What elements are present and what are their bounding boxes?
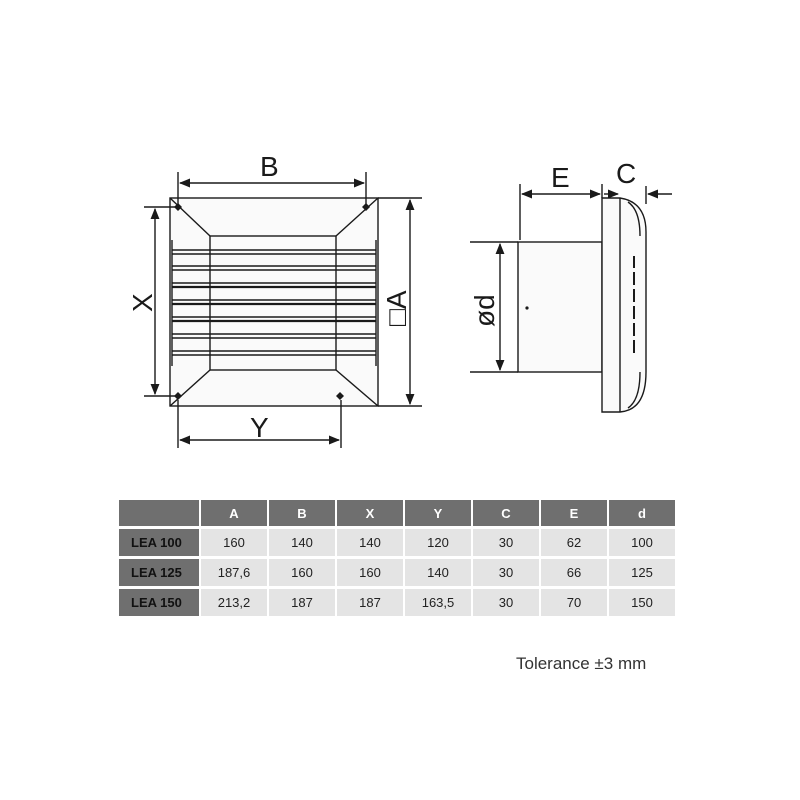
dimension-c (604, 186, 672, 204)
header-e: E (541, 500, 607, 526)
table-cell: 70 (541, 589, 607, 616)
screw-holes (174, 203, 370, 400)
header-y: Y (405, 500, 471, 526)
table-row: LEA 150 213,2 187 187 163,5 30 70 150 (119, 589, 675, 616)
dimensions-table: A B X Y C E d LEA 100 160 140 140 120 30… (117, 497, 677, 619)
dimension-label-y: Y (250, 412, 269, 443)
louvers (171, 240, 377, 366)
table-cell: 62 (541, 529, 607, 556)
tolerance-note: Tolerance ±3 mm (516, 654, 647, 673)
header-c: C (473, 500, 539, 526)
dimension-drawing: B X □A Y (127, 151, 672, 448)
dimension-label-e: E (551, 162, 570, 193)
table-cell: 163,5 (405, 589, 471, 616)
table-cell: 100 (609, 529, 675, 556)
dimension-e (519, 184, 603, 240)
dimension-x (144, 206, 176, 397)
table-corner (119, 500, 199, 526)
dimension-d (470, 241, 518, 373)
table-cell: 140 (269, 529, 335, 556)
table-cell: 66 (541, 559, 607, 586)
dimension-label-d: ød (469, 294, 500, 327)
model-cell: LEA 150 (119, 589, 199, 616)
header-x: X (337, 500, 403, 526)
side-view (517, 197, 647, 413)
header-a: A (201, 500, 267, 526)
table-cell: 187 (337, 589, 403, 616)
dimension-a (378, 197, 422, 407)
table-row: LEA 100 160 140 140 120 30 62 100 (119, 529, 675, 556)
table-header-row: A B X Y C E d (119, 500, 675, 526)
dimension-b (177, 172, 367, 206)
dimension-label-c: C (616, 158, 636, 189)
model-cell: LEA 125 (119, 559, 199, 586)
header-b: B (269, 500, 335, 526)
table-cell: 140 (405, 559, 471, 586)
table-cell: 160 (337, 559, 403, 586)
front-view (169, 197, 379, 407)
table-cell: 150 (609, 589, 675, 616)
dimension-label-b: B (260, 151, 279, 182)
table-cell: 213,2 (201, 589, 267, 616)
table-cell: 187 (269, 589, 335, 616)
model-cell: LEA 100 (119, 529, 199, 556)
header-d: d (609, 500, 675, 526)
dimension-y (177, 400, 342, 448)
table-cell: 187,6 (201, 559, 267, 586)
table-cell: 30 (473, 559, 539, 586)
table-cell: 160 (201, 529, 267, 556)
dimension-label-x: X (127, 293, 158, 312)
table-cell: 30 (473, 529, 539, 556)
table-cell: 160 (269, 559, 335, 586)
table-cell: 30 (473, 589, 539, 616)
table-cell: 140 (337, 529, 403, 556)
table-cell: 125 (609, 559, 675, 586)
table-row: LEA 125 187,6 160 160 140 30 66 125 (119, 559, 675, 586)
table-cell: 120 (405, 529, 471, 556)
dimension-label-a: □A (381, 290, 412, 326)
